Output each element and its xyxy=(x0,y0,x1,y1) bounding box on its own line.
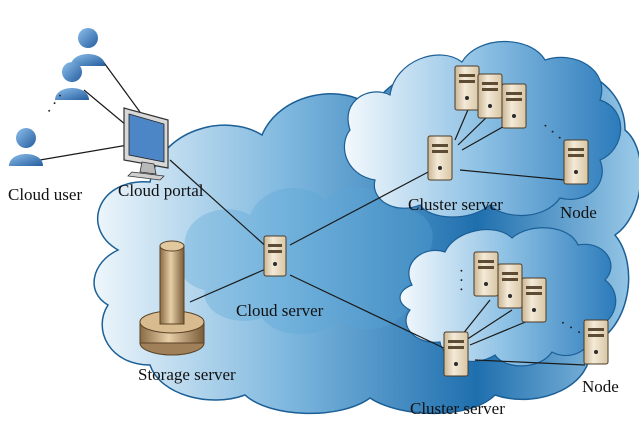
server-icon xyxy=(497,263,523,309)
label-node-top: Node xyxy=(560,203,597,222)
bottom-cluster-servers: · · · · · · xyxy=(443,251,609,377)
server-icon xyxy=(521,277,547,323)
link-bottomcluster-node1 xyxy=(461,299,491,336)
user-icon xyxy=(55,62,89,100)
cloud-users: · · · xyxy=(9,28,105,166)
link-topcluster-node1 xyxy=(454,104,471,141)
link-user-top-portal xyxy=(101,59,141,113)
server-icon xyxy=(454,65,480,111)
label-storage-server: Storage server xyxy=(138,365,236,384)
cloud-server-icon xyxy=(263,235,287,277)
monitor-icon xyxy=(123,107,169,181)
label-node-bottom: Node xyxy=(582,377,619,396)
link-topcluster-node4 xyxy=(459,169,566,181)
connection-lines xyxy=(39,59,586,366)
label-cloud-portal: Cloud portal xyxy=(118,181,204,200)
link-bottomcluster-node4 xyxy=(474,359,586,366)
top-cluster-cloud xyxy=(343,40,622,218)
cluster-server-icon xyxy=(443,331,469,377)
label-cluster-server-bottom: Cluster server xyxy=(410,399,505,418)
link-bottomcluster-node2 xyxy=(465,309,513,341)
link-portal-cloudserver xyxy=(169,159,271,251)
labels: Cloud user Cloud portal Cloud server Sto… xyxy=(8,181,619,418)
link-storage-cloudserver xyxy=(189,267,269,303)
user-icon xyxy=(71,28,105,66)
server-icon xyxy=(501,83,527,129)
top-cluster-servers: · · · xyxy=(427,65,589,185)
bottom-left-ellipsis: · · · xyxy=(452,268,469,292)
link-cloudserver-bottomcluster xyxy=(289,274,449,351)
node-server-icon xyxy=(583,319,609,365)
label-cloud-user: Cloud user xyxy=(8,185,82,204)
label-cluster-server-top: Cluster server xyxy=(408,195,503,214)
server-icon xyxy=(473,251,499,297)
link-user-bottom-portal xyxy=(39,144,129,161)
node-server-icon xyxy=(563,139,589,185)
storage-server-icon xyxy=(139,240,205,356)
link-cloudserver-topcluster xyxy=(289,169,433,246)
label-cloud-server: Cloud server xyxy=(236,301,324,320)
server-icon xyxy=(477,73,503,119)
user-icon xyxy=(9,128,43,166)
cluster-server-icon xyxy=(427,135,453,181)
